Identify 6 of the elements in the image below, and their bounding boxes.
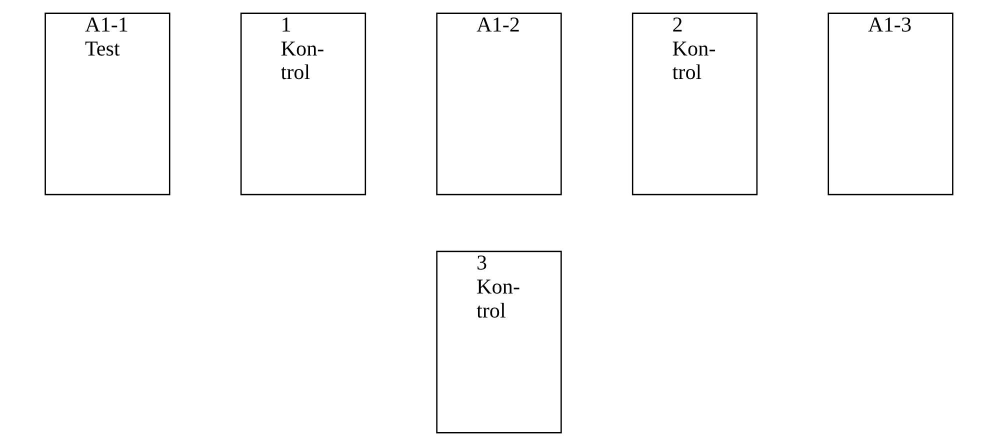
node-box: A1-3 <box>828 12 954 196</box>
node-box: 2 Kon- trol <box>632 12 758 196</box>
node-box: 3 Kon- trol <box>436 250 562 434</box>
node-box: 1 Kon- trol <box>240 12 366 196</box>
node-box: A1-2 <box>436 12 562 196</box>
node-box: A1-1 Test <box>44 12 170 196</box>
